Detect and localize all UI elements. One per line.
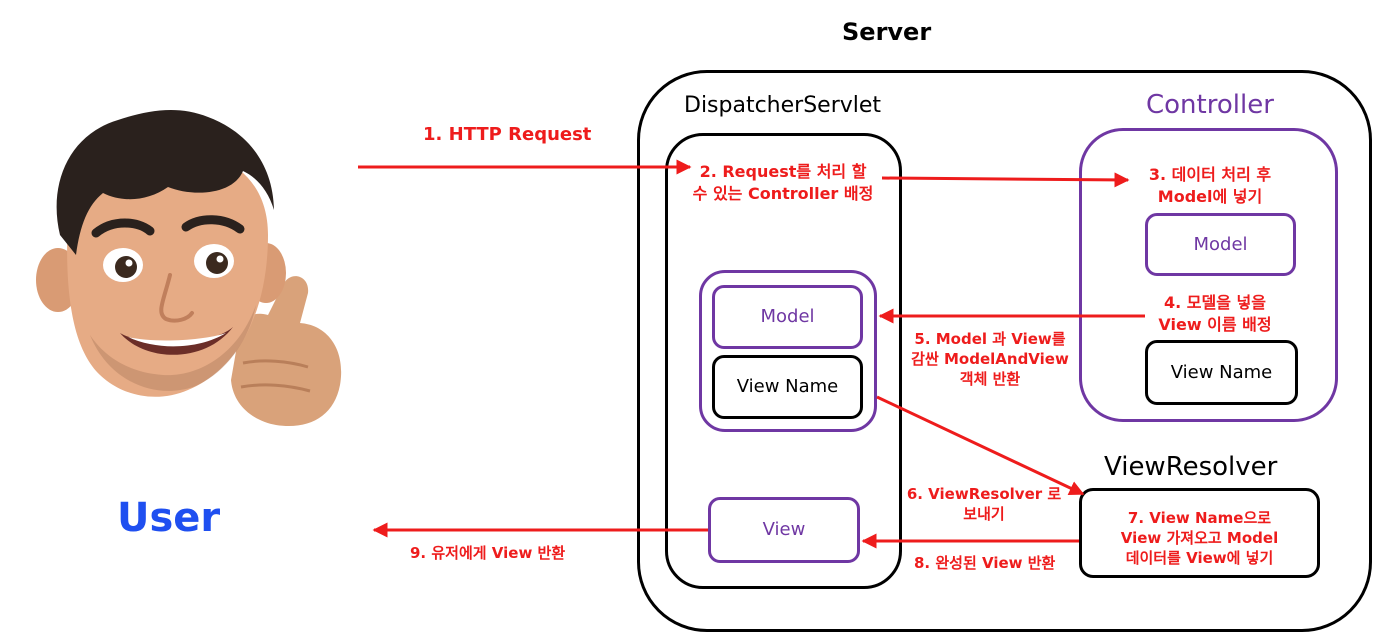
step-6-label: 6. ViewResolver 로 보내기 <box>906 485 1062 523</box>
step-8-label: 8. 완성된 View 반환 <box>914 554 1056 572</box>
controller-label: Controller <box>1146 90 1274 120</box>
controller-model-label: Model <box>1193 234 1248 255</box>
user-label: User <box>117 495 221 541</box>
dispatcher-view-name-label: View Name <box>736 376 839 397</box>
step-9-label: 9. 유저에게 View 반환 <box>410 544 566 562</box>
dispatcher-servlet-label: DispatcherServlet <box>684 93 882 118</box>
controller-view-name-box: View Name <box>1145 340 1298 405</box>
controller-box <box>1079 128 1338 422</box>
step-1-label: 1. HTTP Request <box>423 124 592 145</box>
arrow-step-6 <box>876 395 1085 496</box>
step-7-label: 7. View Name으로 View 가져오고 Model 데이터를 View… <box>1120 509 1279 567</box>
dispatcher-model-label: Model <box>760 306 815 327</box>
server-label: Server <box>842 18 932 46</box>
step-5-label: 5. Model 과 View를 감싼 ModelAndView 객체 반환 <box>911 330 1069 388</box>
dispatcher-model-box: Model <box>712 285 863 349</box>
view-resolver-label: ViewResolver <box>1104 452 1278 482</box>
dispatcher-view-label: View <box>762 519 806 540</box>
step-4-label: 4. 모델을 넣을 View 이름 배정 <box>1158 293 1272 334</box>
dispatcher-view-name-box: View Name <box>712 355 863 419</box>
server-container <box>637 70 1372 632</box>
view-resolver-box <box>1079 488 1320 578</box>
controller-view-name-label: View Name <box>1170 362 1273 383</box>
arrow-step-2 <box>881 172 1130 188</box>
model-and-view-box <box>699 270 877 432</box>
controller-model-box: Model <box>1145 213 1296 276</box>
dispatcher-view-box: View <box>708 497 860 563</box>
dispatcher-servlet-box <box>665 133 902 589</box>
step-3-label: 3. 데이터 처리 후 Model에 넣기 <box>1148 165 1272 206</box>
step-2-label: 2. Request를 처리 할 수 있는 Controller 배정 <box>692 162 874 203</box>
memoji-thumbs-up-avatar-icon <box>28 105 348 435</box>
